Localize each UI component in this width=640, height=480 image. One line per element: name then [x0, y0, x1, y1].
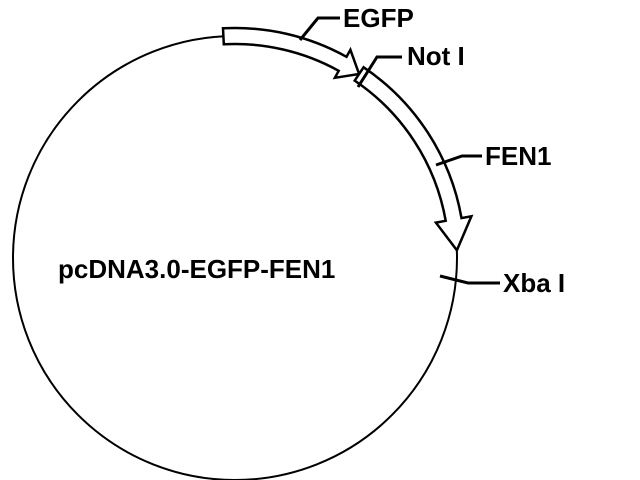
not-i-site-label: Not I: [407, 41, 465, 71]
fen1-feature-arrow: [352, 65, 474, 253]
xba-i-site-label: Xba I: [503, 268, 565, 298]
egfp-leader-line: [298, 16, 340, 41]
egfp-feature-arrow: [221, 26, 361, 80]
fen1-label: FEN1: [485, 141, 551, 171]
not-i-leader-line: [356, 55, 402, 88]
egfp-label: EGFP: [343, 3, 414, 33]
plasmid-name-label: pcDNA3.0-EGFP-FEN1: [58, 254, 335, 284]
xba-i-leader-line: [439, 274, 500, 285]
fen1-leader-line: [435, 154, 482, 167]
